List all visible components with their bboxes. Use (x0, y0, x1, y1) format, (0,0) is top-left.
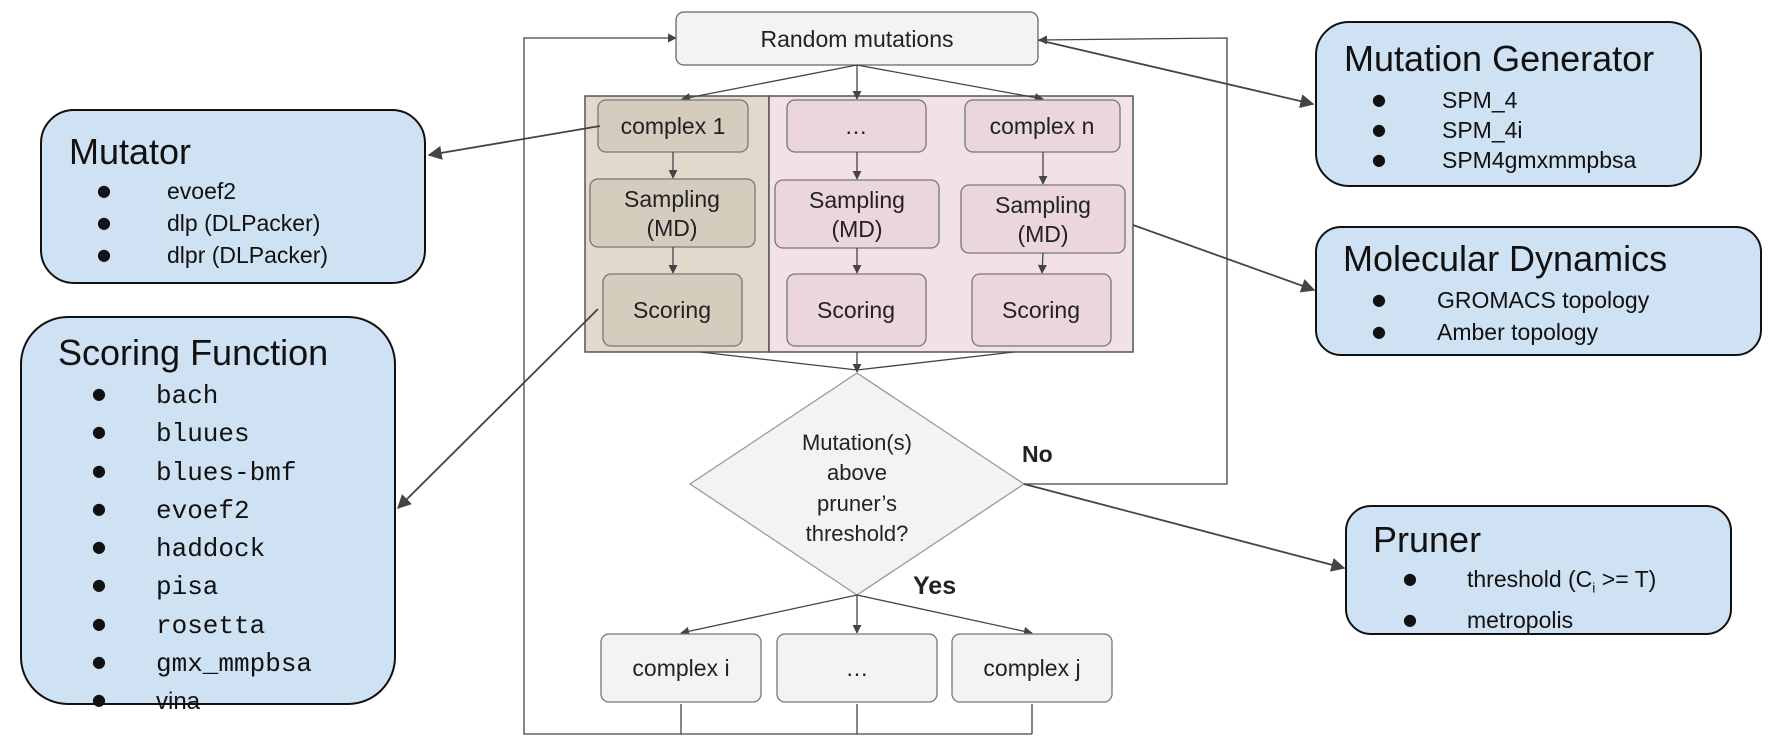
output-loop-line (523, 33, 682, 735)
scoring-function-panel: Scoring Function ●bach ●bluues ●blues-bm… (20, 316, 396, 715)
yes-label: Yes (913, 572, 956, 600)
list-item: ●bach (92, 376, 312, 414)
bullet-icon: ● (92, 460, 106, 480)
bullet-icon: ● (1372, 290, 1386, 309)
list-item: ●bluues (92, 414, 312, 452)
scoring-1-label: Scoring (633, 297, 711, 323)
list-item: ●pisa (92, 567, 312, 605)
arrow-to-pruner (1023, 483, 1346, 572)
arrow-sampling-3-to-scoring (1037, 252, 1047, 274)
bullet-icon: ● (92, 652, 106, 672)
list-item: ●SPM4gmxmmpbsa (1372, 147, 1637, 173)
list-item: ●dlp (DLPacker) (97, 207, 328, 239)
arrow-to-complex-n (856, 64, 1044, 102)
arrow-to-mutation-generator (1037, 39, 1315, 108)
bullet-icon: ● (1403, 609, 1417, 629)
random-mutations-label: Random mutations (760, 26, 953, 52)
mutator-panel: Mutator ●evoef2 ●dlp (DLPacker) ●dlpr (D… (40, 109, 426, 284)
bullet-icon: ● (97, 245, 111, 264)
sampling-2-line1: Sampling (809, 187, 905, 213)
pruner-panel: Pruner ●threshold (Ci >= T) ●metropolis (1345, 505, 1732, 635)
arrow-to-complex-j (856, 594, 1033, 636)
decision-line-2: above (827, 460, 887, 485)
molecular-dynamics-title: Molecular Dynamics (1343, 238, 1668, 279)
complex-out-ellipsis-label: … (846, 655, 869, 681)
list-item: ●blues-bmf (92, 453, 312, 491)
list-item: ●vina (92, 682, 312, 720)
scoring-node-3 (971, 273, 1112, 347)
mutation-generator-panel: Mutation Generator ●SPM_4 ●SPM_4i ●SPM4g… (1315, 21, 1702, 187)
list-item: ●gmx_mmpbsa (92, 644, 312, 682)
scoring-function-title: Scoring Function (58, 332, 329, 373)
scoring-node-2 (786, 273, 927, 347)
scoring-function-list: ●bach ●bluues ●blues-bmf ●evoef2 ●haddoc… (92, 376, 312, 721)
list-item: ●dlpr (DLPacker) (97, 239, 328, 271)
list-item: ●evoef2 (97, 175, 328, 207)
pruner-list: ●threshold (Ci >= T) ●metropolis (1403, 563, 1656, 636)
no-label: No (1022, 441, 1053, 467)
arrow-to-complex-1 (681, 64, 858, 102)
arrow-to-mutator (427, 125, 601, 160)
list-item: ●metropolis (1403, 604, 1656, 636)
list-item: ●SPM_4i (1372, 117, 1523, 143)
arrow-to-molecular-dynamics (1132, 224, 1316, 293)
bullet-icon: ● (1372, 90, 1386, 109)
complex-ellipsis-label: … (845, 113, 868, 139)
sampling-1-line1: Sampling (624, 186, 720, 212)
list-item: ●evoef2 (92, 491, 312, 529)
complex-i-node (600, 633, 762, 703)
list-item: ●haddock (92, 529, 312, 567)
list-item: ●SPM_4 (1372, 87, 1518, 113)
arrow-to-complex-i (680, 594, 858, 636)
bullet-icon: ● (92, 422, 106, 442)
no-loop-line (1024, 35, 1228, 485)
bullet-icon: ● (92, 498, 106, 518)
sampling-3-line1: Sampling (995, 192, 1091, 218)
complex-1-label: complex 1 (621, 113, 726, 139)
bullet-icon: ● (1372, 322, 1386, 341)
mutator-title: Mutator (69, 131, 192, 172)
complex-j-label: complex j (983, 655, 1080, 681)
scoring-node-1 (602, 273, 743, 347)
complex-out-ellipsis-node (776, 633, 938, 703)
complex-i-label: complex i (632, 655, 729, 681)
sampling-3-line2: (MD) (1017, 221, 1068, 247)
mutation-generator-title: Mutation Generator (1344, 38, 1655, 79)
list-item: ●threshold (Ci >= T) (1403, 563, 1656, 604)
molecular-dynamics-panel: Molecular Dynamics ●GROMACS topology ●Am… (1315, 226, 1762, 356)
list-item: ●GROMACS topology (1372, 284, 1649, 316)
complex-n-label: complex n (990, 113, 1095, 139)
bullet-icon: ● (92, 537, 106, 557)
complex-j-node (951, 633, 1113, 703)
sampling-2-line2: (MD) (831, 216, 882, 242)
molecular-dynamics-list: ●GROMACS topology ●Amber topology (1372, 284, 1649, 348)
bullet-icon: ● (97, 213, 111, 232)
mutation-generator-list: ●SPM_4 ●SPM_4i ●SPM4gmxmmpbsa (1372, 85, 1636, 175)
decision-line-4: threshold? (806, 521, 909, 546)
bullet-icon: ● (92, 613, 106, 633)
scoring-3-label: Scoring (1002, 297, 1080, 323)
mutator-list: ●evoef2 ●dlp (DLPacker) ●dlpr (DLPacker) (97, 175, 328, 271)
sampling-1-line2: (MD) (646, 215, 697, 241)
decision-line-3: pruner’s (817, 491, 897, 516)
bullet-icon: ● (1403, 569, 1417, 588)
bullet-icon: ● (92, 384, 106, 403)
bullet-icon: ● (97, 181, 111, 200)
list-item: ●rosetta (92, 606, 312, 644)
scoring-2-label: Scoring (817, 297, 895, 323)
arrow-to-scoring-function (397, 308, 599, 509)
bullet-icon: ● (92, 690, 106, 710)
bullet-icon: ● (1372, 120, 1386, 139)
list-item: ●Amber topology (1372, 316, 1649, 348)
bullet-icon: ● (92, 575, 106, 595)
pruner-title: Pruner (1373, 519, 1482, 560)
bullet-icon: ● (1372, 150, 1386, 169)
decision-line-1: Mutation(s) (802, 430, 912, 455)
